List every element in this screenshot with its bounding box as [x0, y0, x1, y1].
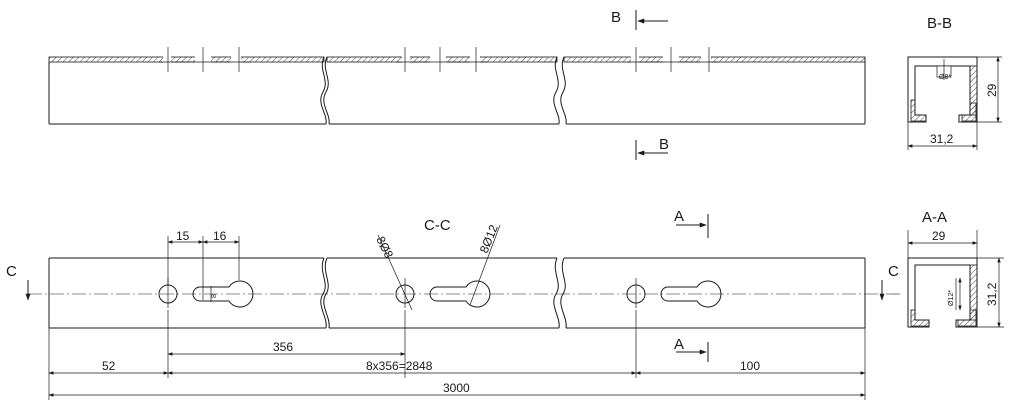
section-label-c-right: C	[888, 263, 899, 280]
leader-hole-12	[469, 224, 501, 306]
aa-height-dim: 31,2	[985, 282, 999, 306]
dim-52-label: 52	[102, 359, 116, 373]
hole-12-label: 8Ø12	[477, 222, 501, 255]
section-title-bb: B-B	[927, 15, 952, 32]
slot-width-label: 8	[211, 294, 218, 298]
bb-hole-dim: Ø8*	[939, 74, 951, 81]
section-line-b	[635, 10, 668, 160]
top-view-segment-2	[323, 56, 560, 125]
bottom-view-segment-2	[323, 257, 560, 329]
leader-hole-8	[377, 234, 413, 311]
section-title-cc: C-C	[424, 217, 451, 234]
dim-3000-label: 3000	[443, 381, 470, 395]
bottom-view-segment-1	[48, 257, 327, 329]
dim-15-label: 15	[176, 229, 190, 243]
dim-100-label: 100	[740, 359, 760, 373]
section-line-c	[25, 280, 885, 301]
bottom-view-segment-3	[560, 257, 866, 329]
bb-height-dim: 29	[985, 83, 999, 97]
bottom-dimension-lines	[48, 310, 866, 400]
dim-16-label: 16	[213, 229, 227, 243]
bb-width-dim: 31,2	[930, 132, 954, 146]
hole-centre-marks	[167, 278, 637, 308]
section-bb	[907, 56, 1002, 150]
section-line-a	[676, 214, 709, 362]
bottom-view	[25, 214, 900, 400]
top-view-hole-marks	[159, 47, 718, 72]
section-label-a-top: A	[674, 208, 684, 225]
section-title-aa: A-A	[922, 209, 947, 226]
section-label-b-top: B	[611, 9, 621, 26]
aa-width-dim: 29	[932, 229, 946, 243]
section-label-a-bottom: A	[674, 336, 684, 353]
section-label-c-left: C	[6, 263, 17, 280]
dim-pitch-total-label: 8x356=2848	[366, 359, 433, 373]
top-view	[48, 10, 866, 160]
section-aa	[907, 230, 1004, 328]
section-label-b-bottom: B	[659, 136, 669, 153]
hole-8-label: 8Ø8	[373, 234, 396, 261]
aa-hole-dim: Ø12*	[948, 290, 955, 306]
top-view-segment-1	[48, 56, 327, 125]
dim-15-16	[167, 236, 240, 302]
top-view-segment-3	[560, 56, 866, 125]
dim-356-label: 356	[273, 340, 293, 354]
